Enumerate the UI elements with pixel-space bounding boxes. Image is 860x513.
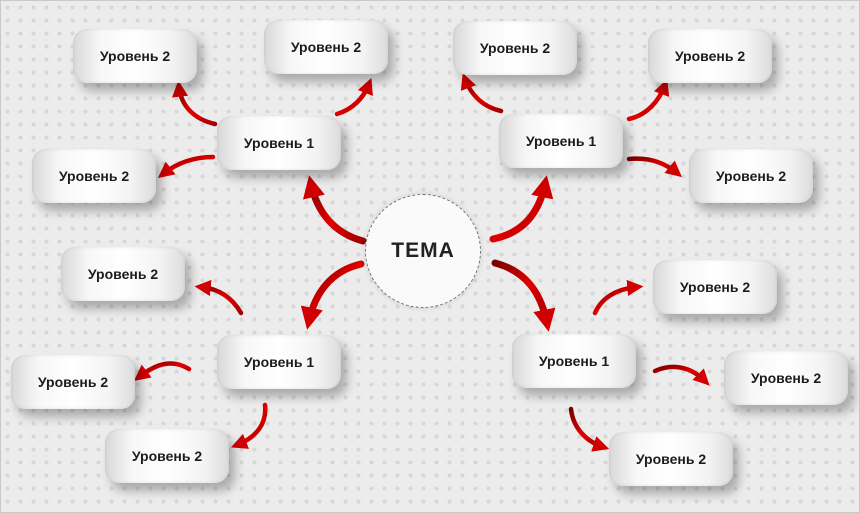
level2-label: Уровень 2: [87, 266, 159, 282]
level2-node: Уровень 2: [105, 429, 229, 483]
level2-node: Уровень 2: [724, 351, 848, 405]
level2-node: Уровень 2: [73, 29, 197, 83]
level1-label: Уровень 1: [525, 133, 597, 149]
arrow-br-to-l2-a: [592, 279, 644, 316]
level2-label: Уровень 2: [58, 168, 130, 184]
level2-node: Уровень 2: [61, 247, 185, 301]
level1-node-top-left: Уровень 1: [217, 116, 341, 170]
arrow-center-to-level1-bottom-left: [300, 260, 365, 330]
arrow-bl-to-l2-c: [230, 402, 268, 449]
level2-label: Уровень 2: [674, 48, 746, 64]
level1-node-bottom-left: Уровень 1: [217, 335, 341, 389]
level2-node: Уровень 2: [32, 149, 156, 203]
arrow-br-to-l2-c: [568, 406, 610, 452]
arrow-center-to-level1-bottom-right: [491, 259, 556, 332]
level2-label: Уровень 2: [715, 168, 787, 184]
arrow-tr-to-l2-b: [626, 78, 670, 122]
level2-label: Уровень 2: [290, 39, 362, 55]
level2-label: Уровень 2: [635, 451, 707, 467]
arrow-bl-to-l2-a: [194, 279, 244, 316]
level1-label: Уровень 1: [538, 353, 610, 369]
level2-node: Уровень 2: [653, 260, 777, 314]
level2-label: Уровень 2: [479, 40, 551, 56]
level2-node: Уровень 2: [11, 355, 135, 409]
arrow-center-to-level1-top-left: [302, 175, 367, 245]
level2-node: Уровень 2: [609, 432, 733, 486]
level2-node: Уровень 2: [264, 20, 388, 74]
level2-node: Уровень 2: [453, 21, 577, 75]
central-topic: ТЕМА: [365, 194, 481, 308]
arrow-tr-to-l2-c: [626, 156, 682, 178]
central-topic-label: ТЕМА: [391, 239, 455, 262]
level2-label: Уровень 2: [99, 48, 171, 64]
arrow-br-to-l2-b: [652, 364, 710, 386]
arrow-bl-to-l2-b: [133, 361, 192, 381]
level1-label: Уровень 1: [243, 135, 315, 151]
arrow-tr-to-l2-a: [460, 72, 504, 114]
level2-label: Уровень 2: [679, 279, 751, 295]
level2-label: Уровень 2: [37, 374, 109, 390]
level2-node: Уровень 2: [648, 29, 772, 83]
level2-node: Уровень 2: [689, 149, 813, 203]
arrow-tl-to-l2-a: [172, 80, 218, 127]
level1-node-bottom-right: Уровень 1: [512, 334, 636, 388]
level1-node-top-right: Уровень 1: [499, 114, 623, 168]
level2-label: Уровень 2: [131, 448, 203, 464]
arrow-tl-to-l2-c: [157, 154, 216, 179]
arrow-tl-to-l2-b: [334, 77, 373, 117]
level1-label: Уровень 1: [243, 354, 315, 370]
level2-label: Уровень 2: [750, 370, 822, 386]
arrow-center-to-level1-top-right: [489, 175, 554, 243]
